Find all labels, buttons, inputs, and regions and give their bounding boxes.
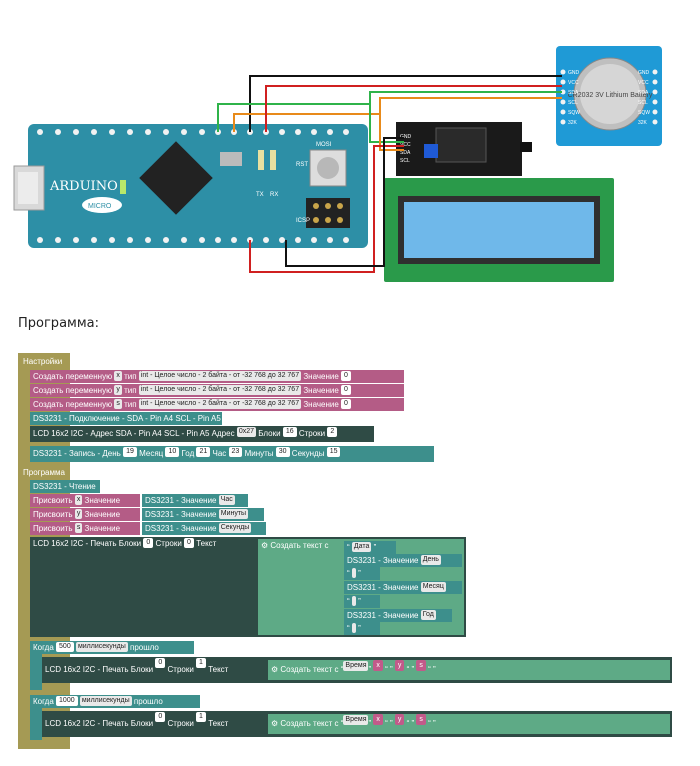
when-1000-body xyxy=(30,708,42,740)
svg-text:VCC: VCC xyxy=(568,80,579,86)
rx-label: RX xyxy=(270,192,278,198)
arduino-micro-board: ARDUINO MICRO TX RX RST MOSI ICSP xyxy=(13,124,368,248)
svg-text:VCC: VCC xyxy=(638,80,649,86)
ds-value-minutes[interactable]: DS3231 - Значение Минуты xyxy=(142,508,264,521)
when-1000-block[interactable]: Когда 1000 миллисекунды прошло xyxy=(30,695,200,708)
svg-text:GND: GND xyxy=(638,70,650,76)
ds-value-year[interactable]: DS3231 - Значение Год xyxy=(344,609,452,622)
svg-text:GND: GND xyxy=(400,134,412,140)
ds-value-hour[interactable]: DS3231 - Значение Час xyxy=(142,494,248,507)
svg-text:SDA: SDA xyxy=(400,150,411,156)
assign-s[interactable]: Присвоить s Значение xyxy=(30,522,140,535)
board-brand: ARDUINO xyxy=(49,179,118,194)
svg-text:SCL: SCL xyxy=(638,100,648,106)
ds3231-rtc-module: CR2032 3V Lithium Battery GND VCC SDA SC… xyxy=(556,46,662,146)
svg-text:SQW: SQW xyxy=(568,110,580,116)
create-var-y[interactable]: Создать переменную y тип int - Целое чис… xyxy=(30,384,404,397)
lcd-connect-block[interactable]: LCD 16x2 I2C - Адрес SDA - Pin A4 SCL - … xyxy=(30,426,374,442)
ds3231-read-block[interactable]: DS3231 - Чтение xyxy=(30,480,100,493)
svg-text:SCL: SCL xyxy=(568,100,578,106)
svg-text:SQW: SQW xyxy=(638,110,650,116)
svg-text:32K: 32K xyxy=(568,120,578,126)
str-space-1[interactable]: “ ” xyxy=(344,567,380,580)
ds3231-write-block[interactable]: DS3231 - Запись - День 19 Месяц 10 Год 2… xyxy=(30,446,434,462)
assign-y[interactable]: Присвоить y Значение xyxy=(30,508,140,521)
mosi-label: MOSI xyxy=(316,142,332,148)
svg-text:SDA: SDA xyxy=(638,90,649,96)
str-date[interactable]: “ Дата ” xyxy=(344,541,396,554)
when-500-block[interactable]: Когда 500 миллисекунды прошло xyxy=(30,641,194,654)
svg-text:GND: GND xyxy=(568,70,580,76)
wires xyxy=(217,75,562,273)
tx-label: TX xyxy=(256,192,264,198)
board-model: MICRO xyxy=(88,203,112,210)
ds3231-connect-block[interactable]: DS3231 - Подключение - SDA - Pin A4 SCL … xyxy=(30,412,222,425)
create-var-x[interactable]: Создать переменную x тип int - Целое чис… xyxy=(30,370,404,383)
rst-label: RST xyxy=(296,162,308,168)
svg-text:32K: 32K xyxy=(638,120,648,126)
svg-text:SDA: SDA xyxy=(568,90,579,96)
setup-label: Настройки xyxy=(20,355,66,368)
ds-value-month[interactable]: DS3231 - Значение Месяц xyxy=(344,581,462,594)
svg-text:SCL: SCL xyxy=(400,158,410,164)
gear-icon[interactable]: ⚙ xyxy=(271,665,279,674)
wiring-diagram: ARDUINO MICRO TX RX RST MOSI ICSP CR2032… xyxy=(13,46,662,282)
program-label: Программа xyxy=(20,466,68,479)
lcd-i2c-module: GND VCC SDA SCL xyxy=(384,122,614,282)
when-500-body xyxy=(30,654,42,690)
icsp-label: ICSP xyxy=(296,218,310,224)
ds-value-day[interactable]: DS3231 - Значение День xyxy=(344,554,462,567)
svg-text:VCC: VCC xyxy=(400,142,411,148)
str-space-3[interactable]: “ ” xyxy=(344,622,380,635)
create-var-s[interactable]: Создать переменную s тип int - Целое чис… xyxy=(30,398,404,411)
gear-icon[interactable]: ⚙ xyxy=(271,719,279,728)
str-space-2[interactable]: “ ” xyxy=(344,595,380,608)
create-text-time-1[interactable]: ⚙ Создать текст с “Время” x “ ” y “ ” s … xyxy=(268,660,670,680)
ds-value-seconds[interactable]: DS3231 - Значение Секунды xyxy=(142,522,266,535)
battery-label: CR2032 3V Lithium Battery xyxy=(568,92,653,99)
create-text-time-2[interactable]: ⚙ Создать текст с “Время” x “ ” y “ ” s … xyxy=(268,714,670,734)
gear-icon[interactable]: ⚙ xyxy=(261,541,269,550)
program-section-label: Программа: xyxy=(18,316,99,331)
assign-x[interactable]: Присвоить x Значение xyxy=(30,494,140,507)
